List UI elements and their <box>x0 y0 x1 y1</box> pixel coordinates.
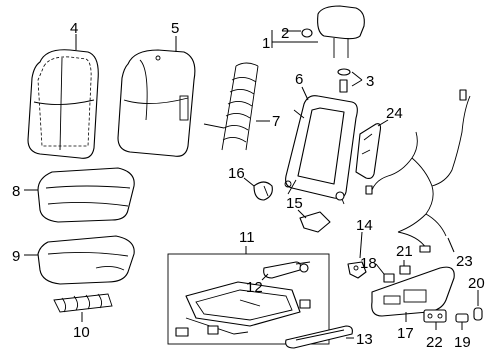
part-9-cushion-pad <box>37 235 135 285</box>
callout-13: 13 <box>356 331 373 348</box>
part-8-cushion-cover <box>37 167 135 223</box>
callout-12: 12 <box>246 279 263 296</box>
leader-12 <box>261 273 269 281</box>
part-22-power-switch <box>423 309 447 323</box>
part-4-seatback-cover <box>27 49 99 159</box>
callout-22: 22 <box>426 334 443 351</box>
leader-18 <box>375 263 385 275</box>
callout-19: 19 <box>454 334 471 351</box>
leader-15 <box>297 209 307 219</box>
leader-24 <box>377 119 389 127</box>
part-7-lumbar-support <box>203 62 259 151</box>
part-16-recliner-cover <box>253 181 273 201</box>
callout-24: 24 <box>386 105 403 122</box>
part-3-headrest-guide-set <box>337 68 351 93</box>
leader-14 <box>359 231 363 259</box>
part-18-switch <box>383 273 395 283</box>
part-1-headrest <box>317 5 365 58</box>
part-24-side-airbag <box>355 123 382 180</box>
callout-2: 2 <box>281 25 289 42</box>
leader-23 <box>447 237 455 253</box>
part-2-headrest-guide <box>301 28 313 38</box>
callout-16: 16 <box>228 165 245 182</box>
part-11-frame-box <box>167 253 330 345</box>
part-11-cushion-frame <box>175 281 311 337</box>
part-12-adjuster-link <box>263 261 311 279</box>
callout-6: 6 <box>295 71 303 88</box>
leader-3a <box>351 71 363 81</box>
callout-3: 3 <box>366 73 374 90</box>
leader-3b <box>351 79 363 87</box>
part-15-side-bracket <box>299 211 331 233</box>
callout-4: 4 <box>70 20 78 37</box>
leader-6 <box>301 86 309 101</box>
callout-17: 17 <box>397 325 414 342</box>
callout-1: 1 <box>262 35 270 52</box>
part-6-seatback-frame <box>284 95 358 205</box>
callout-18: 18 <box>360 255 377 272</box>
callout-20: 20 <box>468 275 485 292</box>
callout-23: 23 <box>456 253 473 270</box>
part-14-bracket <box>347 261 367 279</box>
callout-8: 8 <box>12 183 20 200</box>
part-17-side-shield <box>371 266 455 317</box>
part-23-wiring-harness <box>365 89 471 253</box>
part-10-cushion-spring <box>53 293 113 313</box>
callout-9: 9 <box>12 248 20 265</box>
part-20-knob <box>473 307 483 321</box>
callout-5: 5 <box>171 20 179 37</box>
callout-21: 21 <box>396 243 413 260</box>
leader-16 <box>243 177 255 187</box>
callout-7: 7 <box>272 113 280 130</box>
part-19-knob <box>455 313 469 323</box>
callout-15: 15 <box>286 195 303 212</box>
part-21-switch <box>399 265 411 275</box>
callout-10: 10 <box>73 324 90 341</box>
callout-14: 14 <box>356 217 373 234</box>
part-13-rail-cover <box>285 325 353 349</box>
part-5-seatback-pad <box>117 49 196 157</box>
callout-11: 11 <box>239 229 255 246</box>
